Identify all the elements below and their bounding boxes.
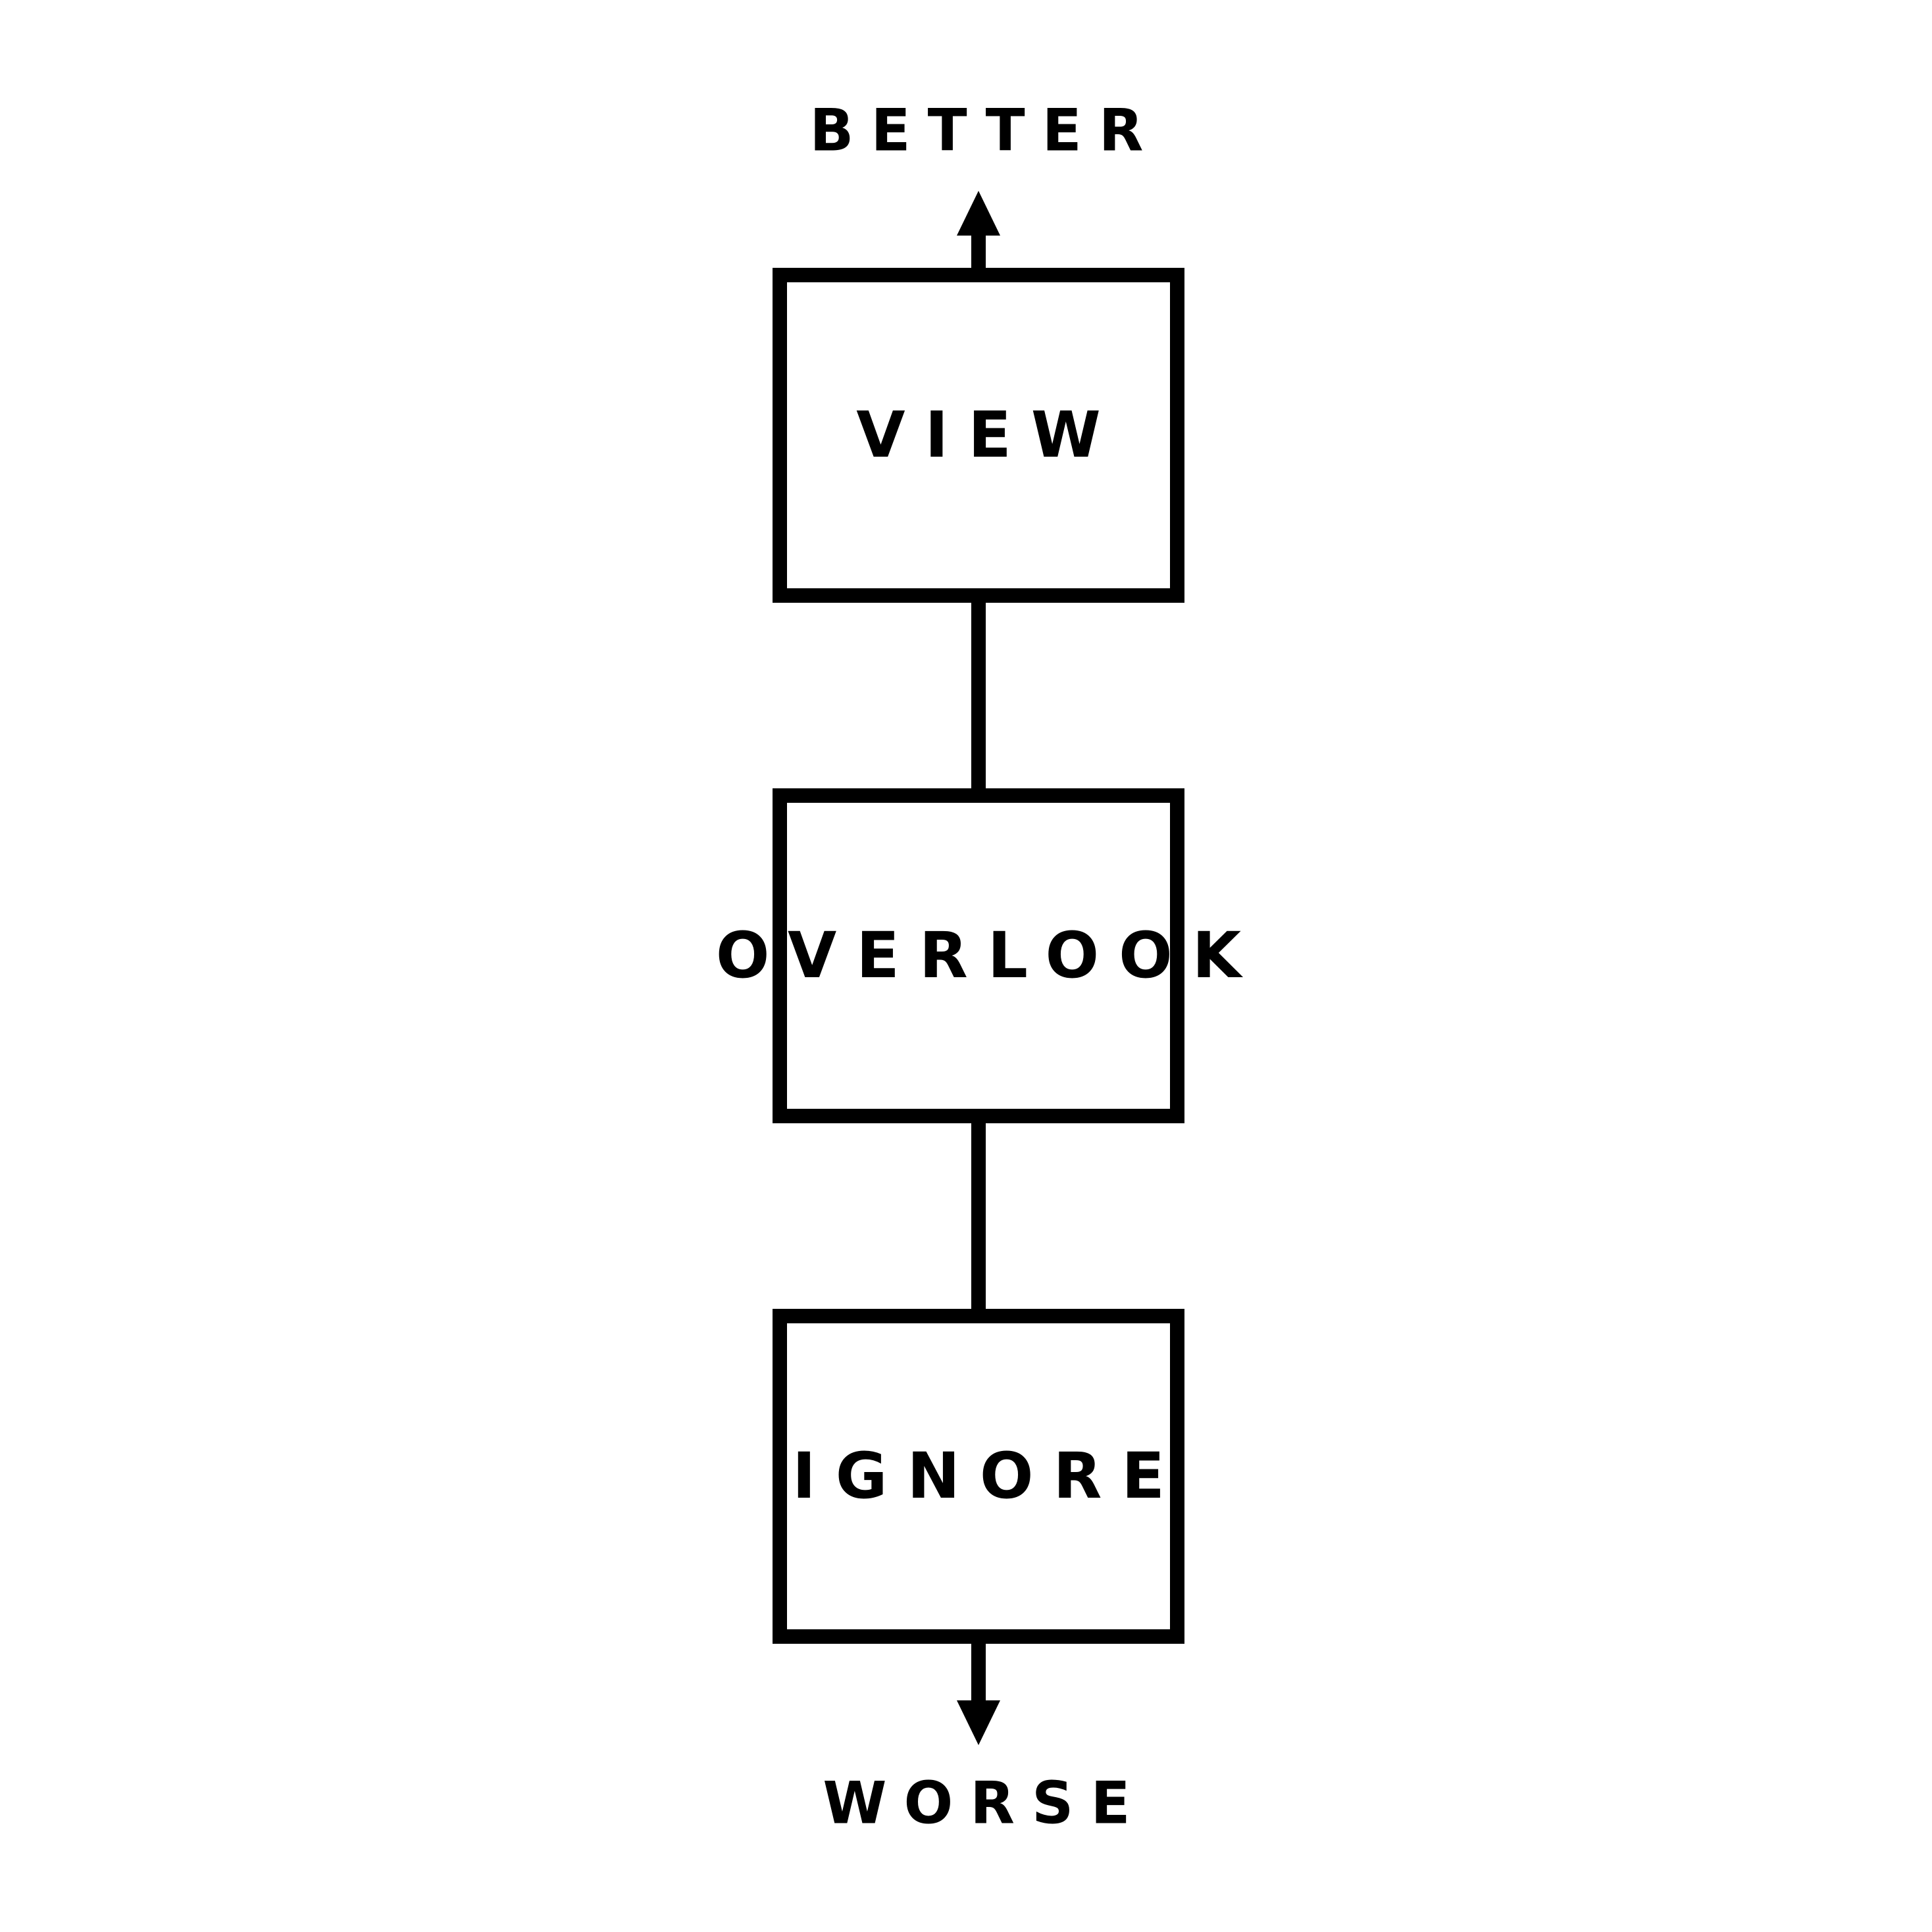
- up-arrow-icon: [957, 191, 1000, 272]
- box-view-label: VIEW: [856, 398, 1120, 472]
- top-label-better: BETTER: [809, 97, 1160, 165]
- box-ignore-label: IGNORE: [792, 1439, 1184, 1513]
- bottom-label-worse: WORSE: [823, 1769, 1147, 1837]
- box-view: VIEW: [773, 268, 1184, 603]
- box-overlook-label: OVERLOOK: [716, 919, 1261, 992]
- box-ignore: IGNORE: [773, 1309, 1184, 1644]
- box-overlook: OVERLOOK: [716, 788, 1261, 1123]
- down-arrow-icon: [957, 1637, 1000, 1745]
